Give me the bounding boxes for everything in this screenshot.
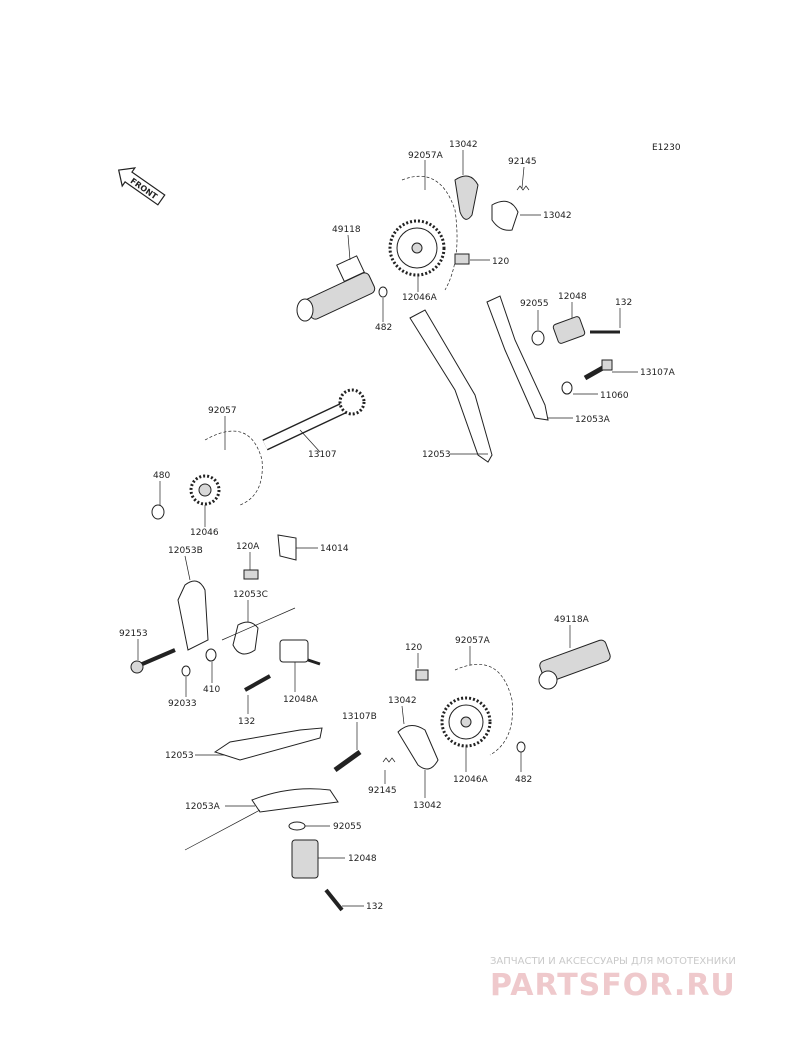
tensioner-12048-top [531,316,620,346]
part-label: 11060 [600,391,629,401]
bolt-120a [243,569,259,580]
part-label: 13042 [449,140,478,150]
cam-sprocket-bottom [440,696,492,748]
bolt-132-bottom [324,888,344,912]
part-label: 92145 [368,786,397,796]
part-label: 13107B [342,712,377,722]
chain-guide-c [232,621,259,655]
camshaft-top [296,255,376,322]
part-label: 120 [405,643,422,653]
part-label: 92057A [408,151,444,161]
timing-chain-crank [204,430,263,506]
shaft-13107 [262,388,366,451]
part-label: 132 [366,902,383,912]
part-label: 14014 [320,544,349,554]
spring-92145-bottom [382,757,396,763]
crank-sprocket [189,474,221,506]
part-label: 12046 [190,528,219,538]
part-label: 92033 [168,699,197,709]
tensioner-12048-bottom [291,839,319,879]
part-label: 92057 [208,406,237,416]
bracket-14014 [277,534,297,561]
watermark-tagline: ЗАПЧАСТИ И АКСЕССУАРЫ ДЛЯ МОТОТЕХНИКИ [490,956,736,967]
part-label: 12048A [283,695,319,705]
part-label: 92055 [333,822,362,832]
part-label: 13042 [543,211,572,221]
part-label: 132 [238,717,255,727]
bolt-120-top [454,253,470,265]
part-label: 12053A [575,415,611,425]
part-label: 480 [153,471,170,481]
diagram-code: E1230 [652,143,681,153]
part-label: 92057A [455,636,491,646]
tensioner-lever-right [491,200,519,231]
chain-guide-top [409,309,493,463]
spring-92145-top [516,185,530,191]
part-label: 13107 [308,450,337,460]
part-label: 12053C [233,590,268,600]
chain-guide-bottom [213,727,323,761]
chain-guide-a-top [486,295,549,421]
part-label: 120 [492,257,509,267]
washer-410 [205,648,217,662]
bolt-92153 [130,648,176,674]
part-label: 12053 [422,450,451,460]
circlip-482-top [378,286,388,298]
chain-guide-a-bottom [251,788,339,813]
part-label: 120A [236,542,260,552]
timing-chain-bottom [454,663,513,756]
tensioner-lever-bottom [397,725,439,770]
part-label: 12048 [348,854,377,864]
part-label: 12053A [185,802,221,812]
part-label: 132 [615,298,632,308]
camshaft-bottom [538,639,611,690]
part-label: 49118A [554,615,590,625]
part-label: 12048 [558,292,587,302]
part-label: 12053 [165,751,194,761]
part-label: 12053B [168,546,203,556]
circlip-482-bottom [516,741,526,753]
part-label: 13042 [388,696,417,706]
leader-lines [137,150,638,907]
bolt-13107a [583,359,613,381]
washer-11060 [561,381,573,395]
chain-guide-b [177,580,209,651]
timing-chain-top [401,175,458,291]
part-label: 12046A [453,775,489,785]
bolt-120-bottom [415,669,429,681]
bolt-13107b [333,749,362,773]
part-label: 13107A [640,368,676,378]
part-label: 92153 [119,629,148,639]
ring-92055-bottom [288,821,306,831]
part-label: 13042 [413,801,442,811]
part-label: 410 [203,685,220,695]
part-label: 12046A [402,293,438,303]
bolt-132-mid [244,674,271,692]
part-label: 49118 [332,225,361,235]
part-label: 92055 [520,299,549,309]
ring-92033 [181,665,191,677]
part-label: 482 [515,775,532,785]
circlip-480 [151,504,165,520]
tensioner-12048a [279,639,321,666]
part-label: 92145 [508,157,537,167]
tensioner-lever-top [454,175,479,220]
cam-sprocket-top [388,219,446,277]
front-arrow-icon: FRONT [117,167,166,206]
part-label: 482 [375,323,392,333]
watermark-brand: PARTSFOR.RU [490,968,736,1003]
